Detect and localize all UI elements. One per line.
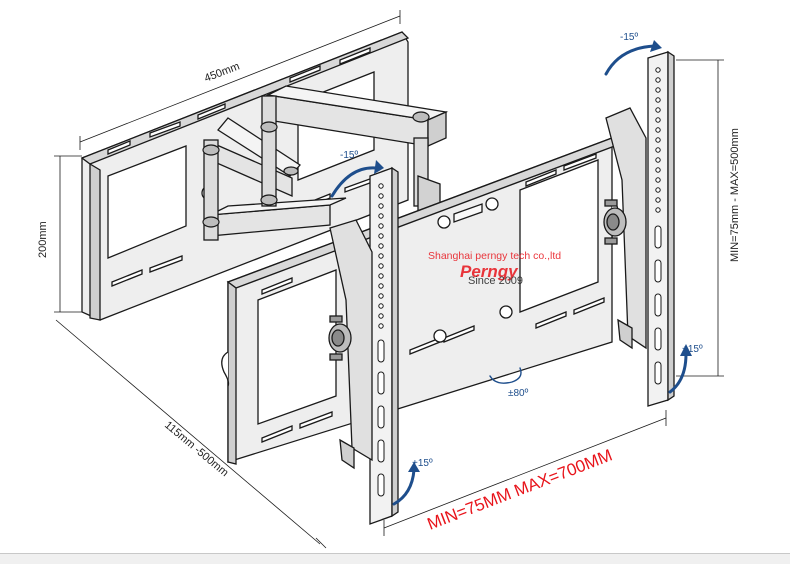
dimension-lines xyxy=(54,10,724,549)
pivot-nuts xyxy=(202,111,430,228)
tilt-top-right-label: -15º xyxy=(620,32,638,43)
watermark-company: Shanghai perngy tech co.,ltd xyxy=(428,250,561,262)
arrow-heads xyxy=(374,40,692,472)
watermark-brand: Perngy xyxy=(460,262,519,281)
left-bracket-holes xyxy=(377,183,385,497)
tilt-top-center-label: -15º xyxy=(340,150,358,161)
footer-bar xyxy=(0,553,790,564)
tilt-bottom-right-label: +15º xyxy=(682,344,703,355)
right-tv-bracket xyxy=(605,50,675,407)
height-dimension-label: 200mm xyxy=(37,221,49,258)
depth-dimension-label: 115mm -500mm xyxy=(162,419,230,479)
tilt-arrows xyxy=(330,44,688,506)
tilt-bottom-left-label: +15º xyxy=(412,458,433,469)
right-bracket-holes xyxy=(654,67,662,385)
watermark-tagline: Since 2009 xyxy=(468,275,523,287)
tv-plate xyxy=(221,137,622,465)
articulating-arms xyxy=(203,85,449,241)
watermark: Shanghai perngy tech co.,ltd Perngy Sinc… xyxy=(428,250,561,287)
right-knob xyxy=(603,199,627,245)
rotation-label: ±80º xyxy=(508,388,529,399)
vertical-range-label: MIN=75mm - MAX=500mm xyxy=(729,128,741,262)
horizontal-range-label: MIN=75MM MAX=700MM xyxy=(425,446,615,534)
left-knob xyxy=(328,315,352,361)
